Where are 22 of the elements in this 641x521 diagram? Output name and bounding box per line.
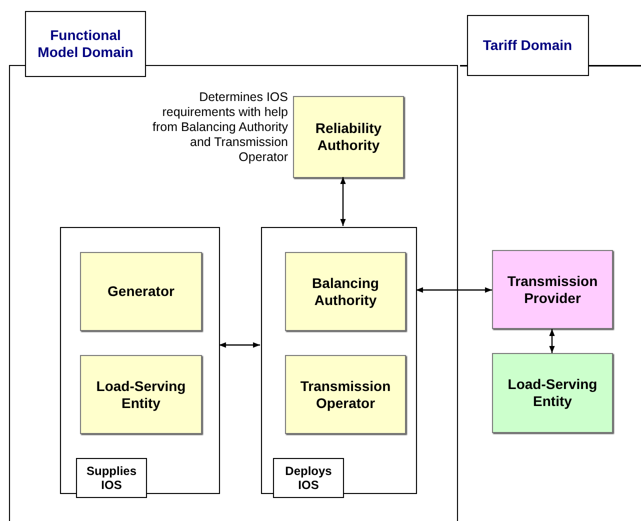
entity-box [80,355,202,434]
double-arrow [549,329,555,353]
entity-box [80,252,202,331]
entity-label: Transmission Provider [506,272,599,306]
annotation-text: Determines IOS requirements with help from Balancing Authority and Transmission Operator [152,90,288,165]
entity-box [285,252,406,331]
group-tab: Deploys IOS [273,458,344,498]
double-arrow [219,342,260,348]
entity-box [492,353,613,433]
entity-label: Reliability Authority [314,120,383,154]
group-tab: Supplies IOS [76,458,147,498]
entity-label: Balancing Authority [311,274,380,308]
double-arrow [416,287,492,293]
entity-box [285,355,406,434]
entity-label: Transmission Operator [299,378,392,412]
domain-tab: Tariff Domain [466,15,588,76]
entity-label: Load-Serving Entity [506,376,598,410]
entity-label: Load-Serving Entity [95,378,187,412]
entity-box [492,250,613,329]
domain-tab: Functional Model Domain [25,11,146,77]
double-arrow [340,177,346,226]
entity-label: Generator [108,283,174,300]
